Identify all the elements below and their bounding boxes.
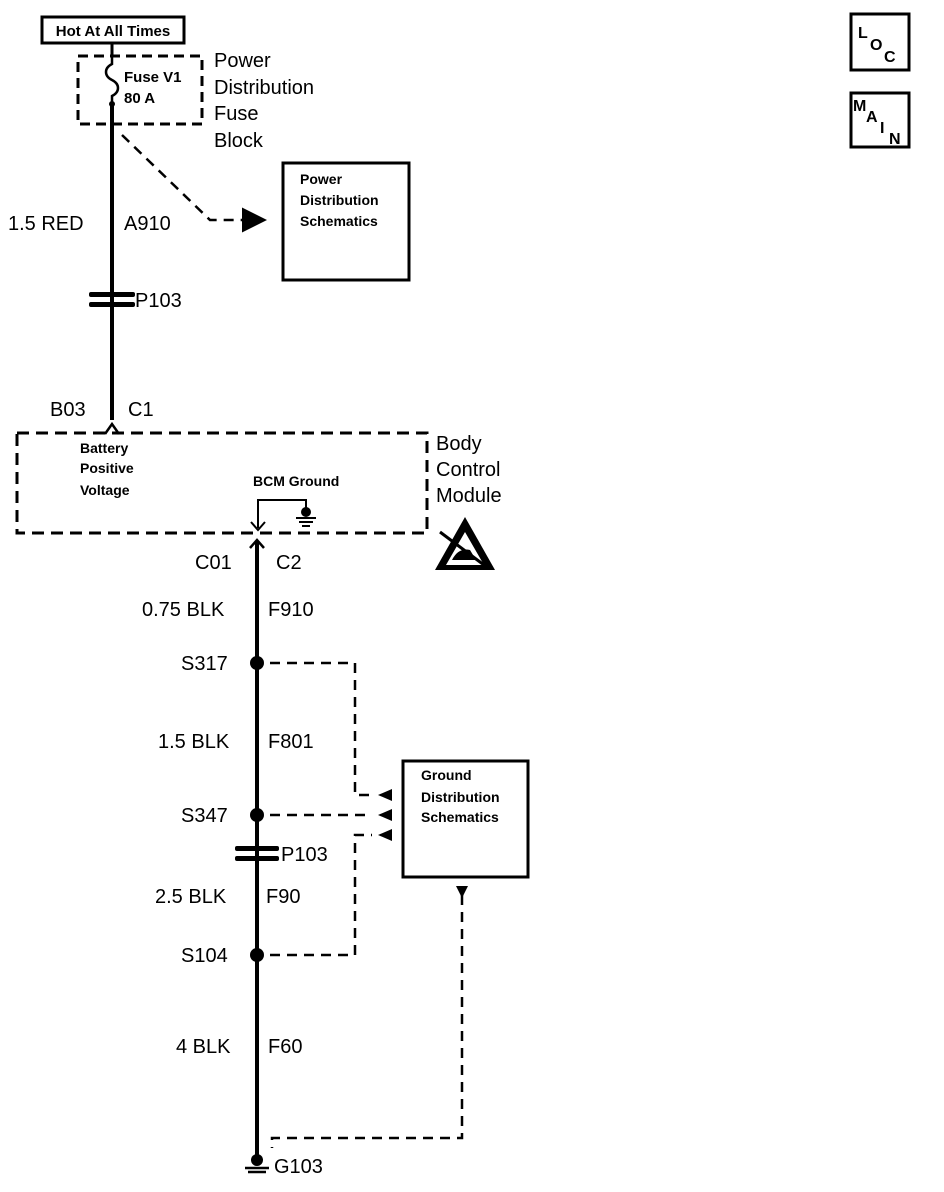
- svg-text:Distribution: Distribution: [421, 789, 500, 805]
- connector-c1-label: C1: [128, 399, 154, 421]
- svg-text:Module: Module: [436, 485, 502, 507]
- svg-text:C: C: [884, 49, 896, 66]
- connector-c1-pin: [103, 421, 121, 435]
- svg-text:Schematics: Schematics: [421, 809, 499, 825]
- ground-ref-arrowheads: [378, 789, 468, 898]
- svg-text:Ground: Ground: [421, 767, 472, 783]
- bcm-ground-arrow: [250, 521, 266, 532]
- wire-f801-gauge: 1.5 BLK: [158, 731, 230, 753]
- svg-text:Hot At All Times: Hot At All Times: [56, 23, 170, 40]
- bcm-ground-trace: [257, 499, 307, 528]
- svg-text:Distribution: Distribution: [300, 192, 379, 208]
- svg-text:Power: Power: [300, 171, 343, 187]
- fuse-block-label: Power Distribution Fuse Block: [214, 50, 314, 152]
- svg-text:Battery: Battery: [80, 440, 128, 456]
- svg-text:Fuse: Fuse: [214, 103, 258, 125]
- power-distribution-schematics-link[interactable]: Power Distribution Schematics: [281, 161, 411, 282]
- wire-a910-circuit: A910: [124, 213, 171, 235]
- svg-text:O: O: [870, 37, 882, 54]
- fuse-v1: [104, 56, 120, 107]
- main-button[interactable]: M A I N: [849, 91, 911, 149]
- bcm-ground-symbol: [296, 507, 316, 527]
- splice-s317: [250, 656, 264, 670]
- loc-button[interactable]: L O C: [849, 12, 911, 72]
- ground-distribution-schematics-link[interactable]: Ground Distribution Schematics: [401, 759, 530, 879]
- connector-c2-label: C2: [276, 552, 302, 574]
- bcm-ground-label: BCM Ground: [253, 473, 339, 489]
- svg-text:Schematics: Schematics: [300, 213, 378, 229]
- svg-text:Positive: Positive: [80, 460, 134, 476]
- fuse-rating: 80 A: [124, 90, 155, 107]
- connector-p103-bottom: [235, 846, 279, 861]
- svg-text:A: A: [866, 109, 878, 126]
- svg-text:Voltage: Voltage: [80, 482, 130, 498]
- pin-c01-label: C01: [195, 552, 232, 574]
- wire-f90-gauge: 2.5 BLK: [155, 886, 227, 908]
- svg-text:N: N: [889, 131, 901, 148]
- splice-s347-label: S347: [181, 805, 228, 827]
- power-ref-line: [121, 134, 267, 233]
- bcm-label: Body Control Module: [436, 433, 502, 507]
- svg-text:Body: Body: [436, 433, 482, 455]
- wire-f801-circuit: F801: [268, 731, 314, 753]
- ground-g103-label: G103: [274, 1156, 323, 1178]
- svg-text:Control: Control: [436, 459, 500, 481]
- hot-at-all-times-label: Hot At All Times: [40, 15, 186, 45]
- svg-text:M: M: [853, 98, 866, 115]
- bcm-outline: [15, 431, 429, 535]
- bcm-pin-label: Battery Positive Voltage: [80, 440, 134, 498]
- svg-text:Block: Block: [214, 130, 264, 152]
- svg-text:I: I: [880, 120, 884, 137]
- svg-text:Power: Power: [214, 50, 271, 72]
- esd-sensitive-icon: [435, 517, 495, 570]
- wire-a910-gauge: 1.5 RED: [8, 213, 84, 235]
- ground-ref-lines: [270, 661, 464, 1148]
- wire-f60-circuit: F60: [268, 1036, 302, 1058]
- fuse-name: Fuse V1: [124, 69, 182, 86]
- connector-p103-bottom-label: P103: [281, 844, 328, 866]
- wire-f910-gauge: 0.75 BLK: [142, 599, 225, 621]
- splice-s104-label: S104: [181, 945, 228, 967]
- wire-f90-circuit: F90: [266, 886, 300, 908]
- wire-f910-circuit: F910: [268, 599, 314, 621]
- svg-text:Distribution: Distribution: [214, 77, 314, 99]
- ground-g103-symbol: [245, 1154, 269, 1174]
- splice-s347: [250, 808, 264, 822]
- connector-c2-pin: [249, 538, 265, 549]
- wire-f60-gauge: 4 BLK: [176, 1036, 231, 1058]
- pin-b03-label: B03: [50, 399, 86, 421]
- connector-p103-top: [89, 292, 135, 307]
- svg-text:L: L: [858, 25, 868, 42]
- splice-s317-label: S317: [181, 653, 228, 675]
- splice-s104: [250, 948, 264, 962]
- connector-p103-top-label: P103: [135, 290, 182, 312]
